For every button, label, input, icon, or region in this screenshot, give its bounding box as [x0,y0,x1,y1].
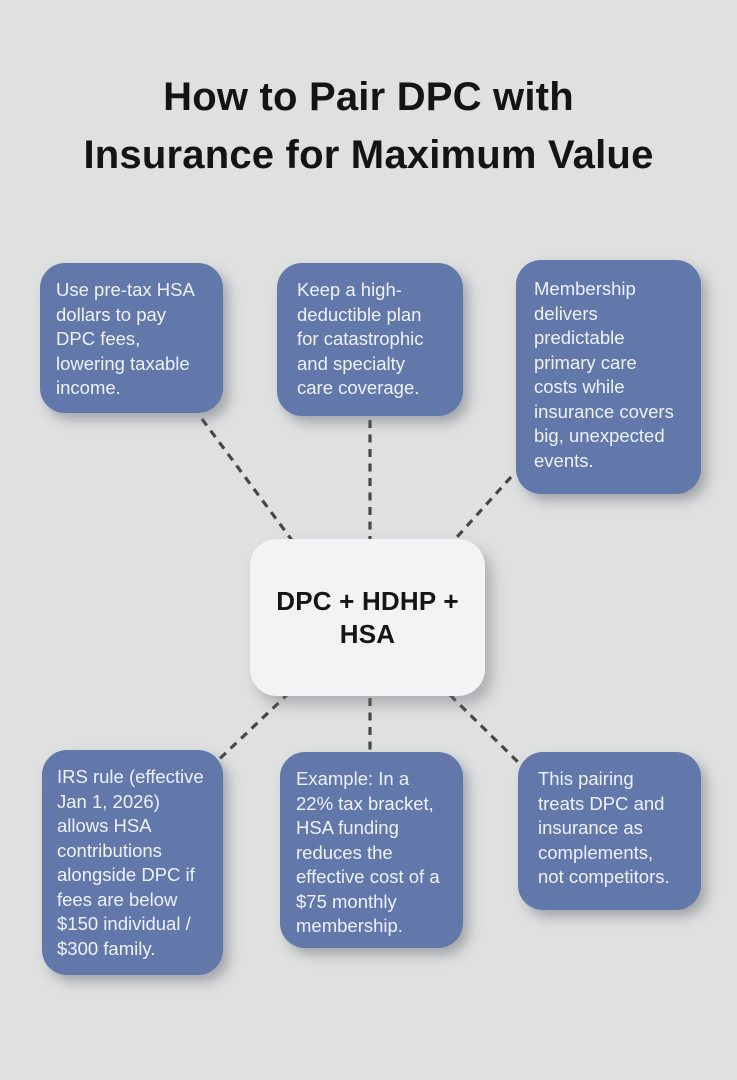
connector-bottom-right-line [448,693,525,769]
page-title-line2: Insurance for Maximum Value [83,133,654,177]
connector-top-left-line [200,418,299,548]
card-tax-example: Example: In a 22% tax bracket, HSA fundi… [280,752,463,948]
center-node-label: DPC + HDHP + HSA [276,585,459,649]
card-high-deductible-plan: Keep a high-deductible plan for catastro… [277,263,463,416]
center-node-dpc-hdhp-hsa: DPC + HDHP + HSA [250,539,485,696]
card-hsa-pretax-dollars: Use pre-tax HSA dollars to pay DPC fees,… [40,263,223,413]
connector-bottom-left-line [210,691,291,768]
card-text: Example: In a 22% tax bracket, HSA fundi… [296,768,440,936]
card-predictable-costs: Membership delivers predictable primary … [516,260,701,494]
page-title-line1: How to Pair DPC with [163,75,574,119]
card-text: Use pre-tax HSA dollars to pay DPC fees,… [56,279,194,398]
card-text: IRS rule (effective Jan 1, 2026) allows … [57,766,204,959]
card-complements: This pairing treats DPC and insurance as… [518,752,701,910]
page-title: How to Pair DPC with Insurance for Maxim… [0,68,737,184]
card-text: This pairing treats DPC and insurance as… [538,768,670,887]
card-irs-rule: IRS rule (effective Jan 1, 2026) allows … [42,750,223,975]
card-text: Membership delivers predictable primary … [534,278,674,471]
card-text: Keep a high-deductible plan for catastro… [297,279,424,398]
connector-top-right-line [446,475,513,549]
